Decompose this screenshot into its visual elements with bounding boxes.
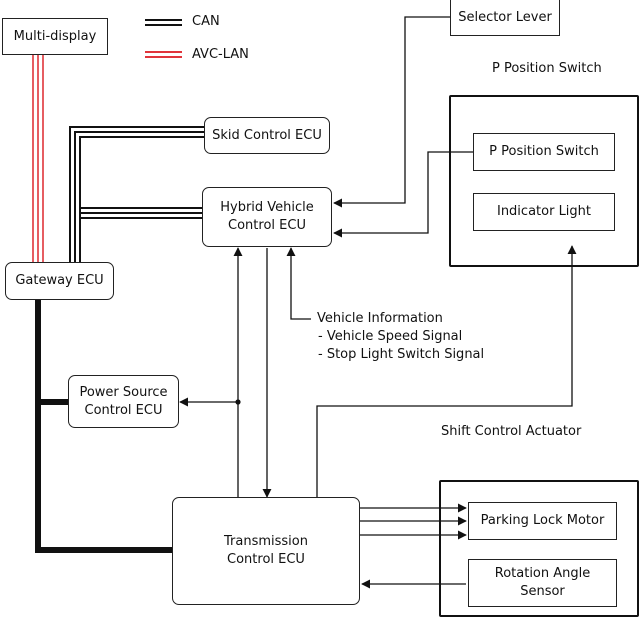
- legend-can-label: CAN: [192, 14, 220, 29]
- shift-control-actuator-group-title: Shift Control Actuator: [441, 424, 582, 439]
- vehicle-info-item: - Stop Light Switch Signal: [318, 347, 485, 362]
- indicator-light-label: Indicator Light: [496, 204, 592, 219]
- hybrid-vehicle-ecu-line1: Hybrid Vehicle: [220, 200, 314, 215]
- power-source-ecu-box: Power Source Control ECU: [68, 375, 179, 428]
- power-source-ecu-line1: Power Source: [79, 384, 168, 400]
- parking-lock-motor-box: Parking Lock Motor: [468, 502, 617, 540]
- skid-control-ecu-box: Skid Control ECU: [204, 117, 330, 154]
- legend-avc-lan-line: [145, 51, 182, 58]
- parking-lock-motor-label: Parking Lock Motor: [480, 513, 605, 528]
- p-position-switch-label: P Position Switch: [489, 144, 599, 159]
- vehicle-info-text: Vehicle Information - Vehicle Speed Sign…: [317, 310, 484, 364]
- rotation-angle-sensor-line1: Rotation Angle: [494, 566, 591, 581]
- legend-avc-lan-label: AVC-LAN: [192, 47, 249, 62]
- junction-dot: [235, 399, 241, 405]
- legend-can-line: [145, 19, 182, 26]
- transmission-ecu-box: Transmission Control ECU: [172, 497, 360, 605]
- transmission-to-indicator-arrow: [316, 245, 577, 497]
- transmission-ecu-line1: Transmission: [224, 534, 308, 549]
- selector-lever-label: Selector Lever: [458, 9, 552, 25]
- power-source-ecu-line2: Control ECU: [84, 402, 163, 418]
- p-position-switch-box: P Position Switch: [473, 133, 615, 171]
- can-bus-lines: [69, 126, 204, 262]
- vehicle-info-title: Vehicle Information: [317, 311, 443, 326]
- shift-control-actuator-group: [439, 480, 639, 617]
- vehicle-info-arrow: [286, 247, 311, 320]
- avc-lan-line: [32, 55, 44, 262]
- thick-bus-lines: [35, 300, 172, 553]
- multi-display-label: Multi-display: [13, 28, 97, 44]
- selector-to-hybrid-arrow: [333, 16, 450, 208]
- transmission-ecu-line2: Control ECU: [227, 552, 305, 567]
- selector-lever-box: Selector Lever: [450, 0, 560, 36]
- multi-display-box: Multi-display: [2, 18, 108, 55]
- rotation-angle-sensor-line2: Sensor: [520, 584, 565, 599]
- to-parking-lock-arrows: [360, 503, 467, 540]
- hybrid-vehicle-ecu-line2: Control ECU: [228, 218, 306, 233]
- rotation-angle-sensor-box: Rotation Angle Sensor: [468, 559, 617, 607]
- skid-control-ecu-label: Skid Control ECU: [212, 127, 322, 143]
- gateway-ecu-box: Gateway ECU: [5, 262, 114, 300]
- indicator-light-box: Indicator Light: [473, 193, 615, 231]
- p-position-switch-group-title: P Position Switch: [492, 61, 602, 76]
- vehicle-info-item: - Vehicle Speed Signal: [318, 329, 463, 344]
- gateway-ecu-label: Gateway ECU: [15, 273, 104, 288]
- p-position-switch-group: [449, 95, 639, 267]
- hybrid-vehicle-ecu-box: Hybrid Vehicle Control ECU: [202, 187, 332, 247]
